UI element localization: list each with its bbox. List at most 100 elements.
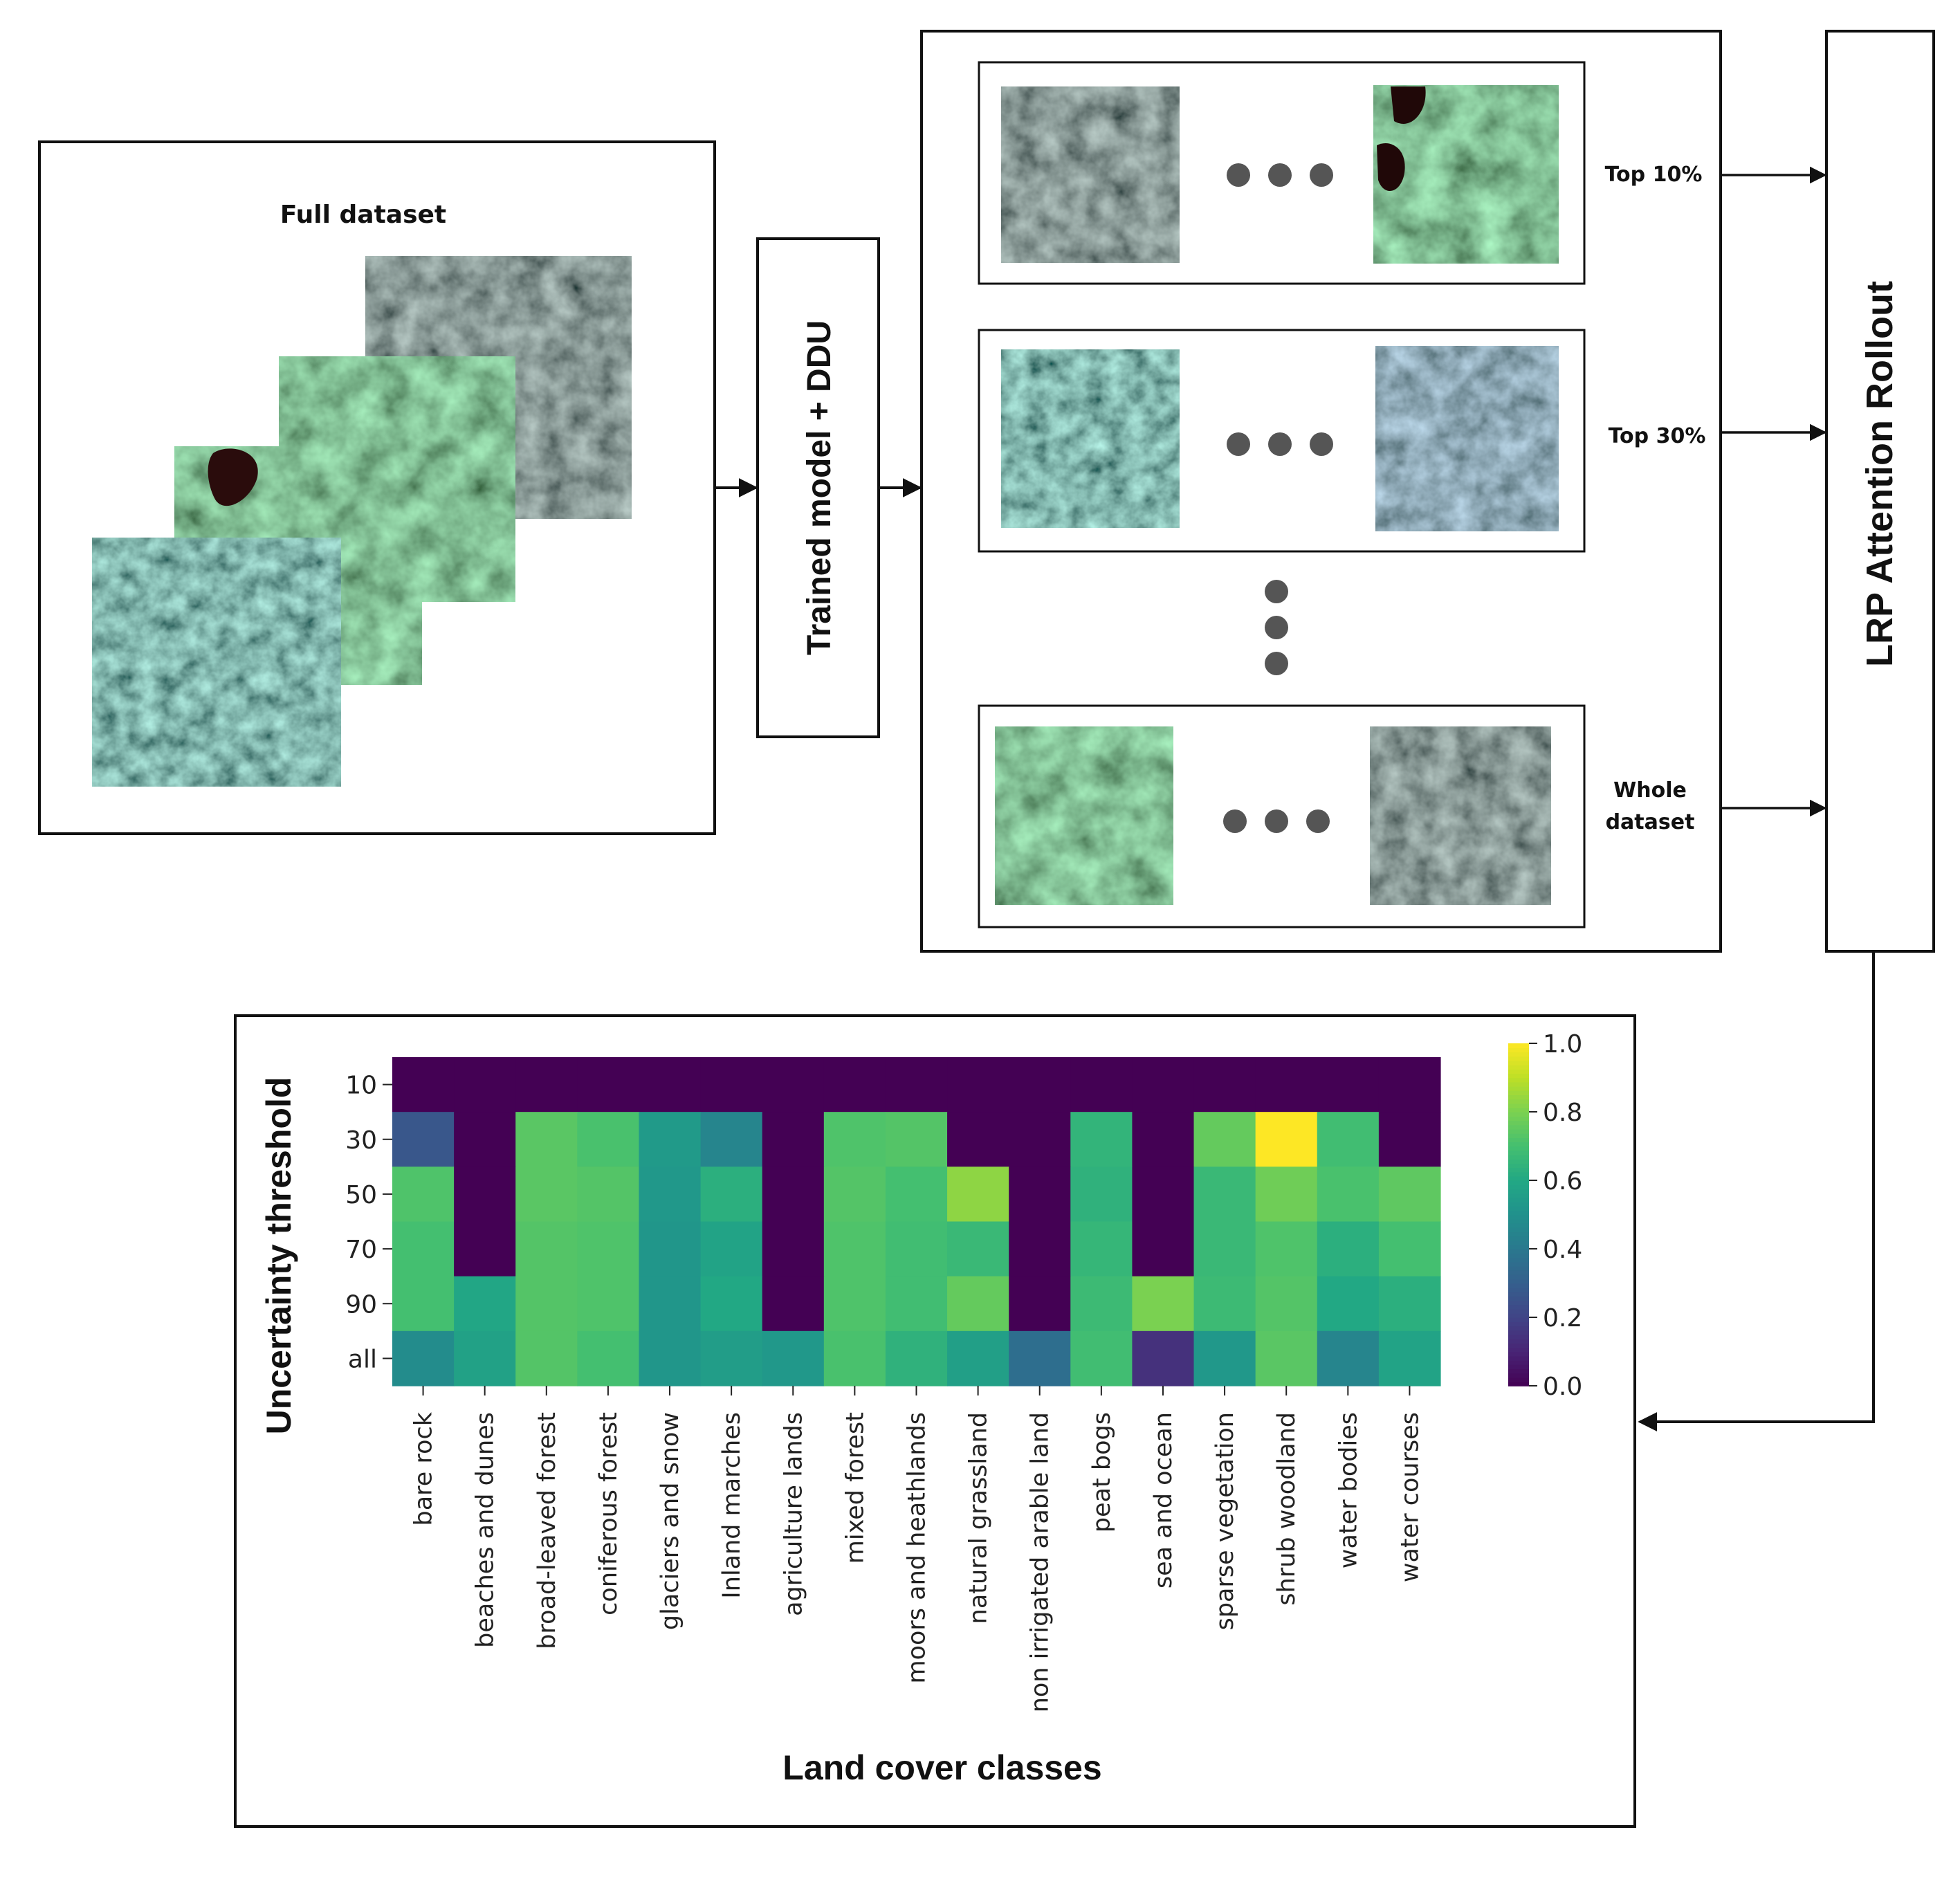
- colorbar-segment: [1508, 1210, 1529, 1216]
- colorbar-segment: [1508, 1201, 1529, 1207]
- colorbar-segment: [1508, 1351, 1529, 1357]
- heatmap-cell: [639, 1221, 702, 1277]
- satellite-image: [1370, 726, 1551, 905]
- heatmap-cell: [700, 1221, 763, 1277]
- heatmap-cell: [577, 1112, 640, 1167]
- colorbar-segment: [1508, 1120, 1529, 1126]
- colorbar-tick-label: 0.2: [1543, 1304, 1582, 1333]
- colorbar-segment: [1508, 1124, 1529, 1130]
- colorbar-segment: [1508, 1240, 1529, 1245]
- selection-row-label: Top 10%: [1605, 163, 1703, 187]
- heatmap-cell: [1255, 1330, 1318, 1386]
- colorbar-segment: [1508, 1330, 1529, 1335]
- column-label: coniferous forest: [595, 1412, 623, 1615]
- heatmap-cell: [1070, 1166, 1133, 1223]
- heatmap-cell: [454, 1166, 516, 1223]
- heatmap-cell: [1070, 1112, 1133, 1167]
- heatmap-cell: [1255, 1057, 1318, 1113]
- colorbar-segment: [1508, 1146, 1529, 1151]
- colorbar-segment: [1508, 1175, 1529, 1181]
- heatmap-cell: [454, 1276, 516, 1332]
- heatmap-cell: [700, 1166, 763, 1223]
- heatmap-cell: [515, 1166, 578, 1223]
- colorbar-segment: [1508, 1128, 1529, 1134]
- heatmap-cell: [577, 1166, 640, 1223]
- selection-row-frame: [978, 61, 1586, 285]
- heatmap-cell: [639, 1330, 702, 1386]
- vertical-ellipsis-dots: [1265, 580, 1288, 675]
- heatmap-cell: [947, 1166, 1009, 1223]
- colorbar-segment: [1508, 1154, 1529, 1160]
- heatmap-cell: [1378, 1330, 1441, 1386]
- heatmap-cell: [885, 1166, 948, 1223]
- colorbar-segment: [1508, 1304, 1529, 1310]
- heatmap-cell: [1317, 1330, 1380, 1386]
- colorbar-tick-label: 0.0: [1543, 1373, 1582, 1401]
- heatmap-cell: [1317, 1112, 1380, 1167]
- input-panel: Full dataset: [38, 140, 716, 835]
- colorbar-segment: [1508, 1086, 1529, 1091]
- selection-panel-frame: [920, 30, 1722, 953]
- selection-row-frame: [978, 704, 1586, 928]
- heatmap-cell: [577, 1057, 640, 1113]
- satellite-image: [1375, 346, 1559, 531]
- heatmap-cell: [577, 1221, 640, 1277]
- colorbar-segment: [1508, 1249, 1529, 1254]
- heatmap-cell: [762, 1221, 825, 1277]
- colorbar-segment: [1508, 1099, 1529, 1104]
- column-label: water bodies: [1335, 1412, 1362, 1568]
- colorbar-segment: [1508, 1163, 1529, 1169]
- heatmap-cells: [392, 1057, 1441, 1386]
- heatmap-cell: [762, 1276, 825, 1332]
- heatmap-cell: [823, 1166, 886, 1223]
- heatmap-cell: [1132, 1112, 1195, 1167]
- heatmap-cell: [639, 1276, 702, 1332]
- heatmap-cell: [515, 1057, 578, 1113]
- selection-row-label: dataset: [1606, 810, 1695, 834]
- heatmap-cell: [392, 1276, 455, 1332]
- colorbar-segment: [1508, 1270, 1529, 1275]
- colorbar-segment: [1508, 1265, 1529, 1271]
- heatmap-cell: [1317, 1057, 1380, 1113]
- heatmap-cell: [823, 1276, 886, 1332]
- colorbar-segment: [1508, 1137, 1529, 1143]
- colorbar-segment: [1508, 1064, 1529, 1070]
- colorbar-segment: [1508, 1112, 1529, 1117]
- heatmap-cell: [1070, 1330, 1133, 1386]
- heatmap-cell: [1255, 1276, 1318, 1332]
- heatmap-cell: [762, 1057, 825, 1113]
- colorbar-segment: [1508, 1133, 1529, 1138]
- colorbar-segment: [1508, 1373, 1529, 1378]
- heatmap-cell: [1378, 1112, 1441, 1167]
- model-box: Trained model + DDU: [756, 237, 880, 738]
- heatmap-cell: [1070, 1057, 1133, 1113]
- ellipsis-dots: [1227, 432, 1333, 456]
- colorbar-segment: [1508, 1227, 1529, 1233]
- column-label: bare rock: [410, 1411, 438, 1526]
- colorbar-segment: [1508, 1355, 1529, 1361]
- colorbar-segment: [1508, 1274, 1529, 1280]
- colorbar-segment: [1508, 1069, 1529, 1074]
- heatmap-cell: [947, 1221, 1009, 1277]
- ellipsis-dots: [1223, 809, 1330, 833]
- column-label: Inland marches: [718, 1412, 746, 1599]
- heatmap-cell: [1009, 1057, 1071, 1113]
- heatmap-cell: [1009, 1221, 1071, 1277]
- heatmap-cell: [1009, 1330, 1071, 1386]
- heatmap-cell: [1317, 1166, 1380, 1223]
- colorbar-tick-label: 0.4: [1543, 1236, 1582, 1264]
- colorbar-segment: [1508, 1056, 1529, 1061]
- colorbar-segment: [1508, 1308, 1529, 1314]
- colorbar-segment: [1508, 1291, 1529, 1297]
- row-label: 90: [345, 1290, 377, 1319]
- heatmap-cell: [454, 1221, 516, 1277]
- selection-row-whole-dataset: Whole dataset: [978, 704, 1695, 928]
- colorbar-segment: [1508, 1171, 1529, 1177]
- satellite-image: [995, 726, 1173, 905]
- heatmap-x-axis-title: Land cover classes: [782, 1748, 1101, 1787]
- heatmap-cell: [639, 1112, 702, 1167]
- colorbar-segment: [1508, 1107, 1529, 1113]
